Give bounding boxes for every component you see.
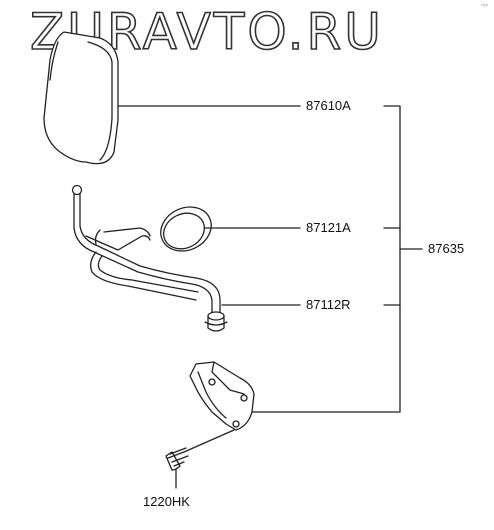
mirror-head-icon bbox=[43, 31, 119, 165]
mounting-bracket-icon bbox=[189, 361, 255, 431]
part-label-87610a: 87610A bbox=[306, 98, 351, 113]
part-label-87121a: 87121A bbox=[306, 220, 351, 235]
round-mirror-glass-icon bbox=[160, 206, 212, 252]
screw-icon bbox=[165, 447, 189, 471]
part-label-1220hk: 1220HK bbox=[143, 494, 190, 509]
part-label-87635: 87635 bbox=[428, 241, 465, 256]
corner-mark: Hyu bbox=[480, 2, 488, 7]
mirror-stay-tube-icon bbox=[71, 184, 228, 332]
leader-lines bbox=[117, 105, 423, 489]
part-label-87112r: 87112R bbox=[306, 297, 351, 312]
